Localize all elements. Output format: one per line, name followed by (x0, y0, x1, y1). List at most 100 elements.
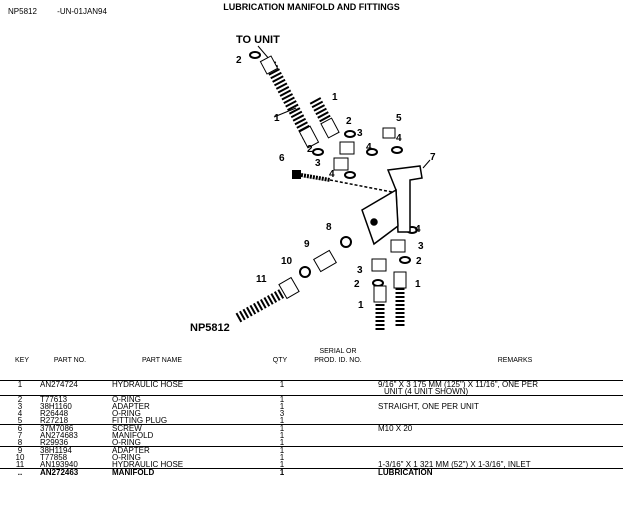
callout-3a: 3 (357, 128, 363, 139)
remarks-cell (378, 417, 623, 425)
part-no-cell: R29936 (40, 438, 69, 447)
o-ring-2d (372, 279, 384, 287)
callout-5: 5 (396, 113, 402, 124)
callout-1b: 1 (274, 113, 280, 124)
callout-4d: 4 (415, 224, 421, 235)
qty-cell: 1 (252, 446, 312, 454)
callout-4a: 4 (396, 133, 402, 144)
qty-cell: 1 (252, 424, 312, 432)
figure-code: NP5812 (190, 322, 230, 334)
screw-6 (292, 170, 331, 182)
part-name-cell: O-RING (112, 395, 252, 403)
remarks-cell: 1-3/16" X 1 321 MM (52") X 1-3/16", INLE… (378, 460, 531, 469)
remarks-cell: M10 X 20 (378, 424, 623, 432)
key-cell: .. (0, 468, 40, 476)
callout-7: 7 (430, 152, 436, 163)
callout-10: 10 (281, 256, 293, 267)
remarks-cell (378, 410, 623, 417)
table-row: 2 T77613 O-RING 1 (0, 395, 623, 403)
part-name-cell: O-RING (112, 453, 141, 462)
key-cell: 1 (0, 380, 40, 396)
o-ring-2e (399, 256, 411, 264)
qty-cell: 1 (279, 453, 285, 462)
part-no-cell: AN193940 (40, 460, 78, 469)
callout-4c: 4 (329, 169, 335, 180)
remarks-cell (378, 446, 623, 454)
qty-cell: 1 (252, 468, 312, 476)
doc-code: NP5812 (8, 7, 37, 16)
part-name-cell: MANIFOLD (112, 468, 252, 476)
col-serial-line2: PROD. ID. NO. (314, 357, 362, 364)
col-part-name: PART NAME (141, 357, 183, 364)
serial-cell (312, 468, 378, 476)
callout-2b: 2 (346, 116, 352, 127)
table-row: 9 38H1194 ADAPTER 1 (0, 446, 623, 454)
remarks-line1: 9/16" X 3 175 MM (125") X 11/16", ONE PE… (378, 380, 538, 389)
serial-cell (312, 424, 378, 432)
qty-cell: 3 (279, 409, 285, 418)
callout-8: 8 (326, 222, 332, 233)
table-row: 5 R27218 FITTING PLUG 1 (0, 417, 623, 425)
callout-3d: 3 (357, 265, 363, 276)
qty-cell: 1 (279, 431, 285, 440)
callouts: 2 1 1 2 3 5 4 2 4 3 6 4 7 8 4 3 9 3 2 10… (236, 55, 436, 311)
callout-1a: 1 (332, 92, 338, 103)
serial-cell (312, 439, 378, 447)
callout-1d: 1 (358, 300, 364, 311)
adapter-9 (313, 249, 337, 273)
key-cell: 7 (17, 431, 23, 440)
hydraulic-hose-inlet-11 (235, 276, 300, 323)
callout-9: 9 (304, 239, 310, 250)
qty-cell: 1 (279, 416, 285, 425)
col-remarks: REMARKS (497, 357, 533, 364)
o-ring-8 (340, 236, 352, 248)
table-row: .. AN272463 MANIFOLD 1 LUBRICATION (0, 468, 623, 476)
table-row: 4 R26448 O-RING 3 (0, 409, 623, 418)
callout-6: 6 (279, 153, 285, 164)
table-row: 8 R29936 O-RING 1 (0, 439, 623, 447)
o-ring-4c (344, 171, 356, 179)
callout-2e: 2 (416, 256, 422, 267)
remarks-cell (378, 432, 623, 439)
part-name-cell: HYDRAULIC HOSE (112, 460, 184, 469)
part-no-cell: R26448 (40, 409, 69, 418)
qty-cell: 1 (279, 402, 285, 411)
part-name-cell: O-RING (112, 438, 141, 447)
part-no-cell: 38H1194 (40, 446, 112, 454)
o-ring-2c (312, 148, 324, 156)
callout-3b: 3 (315, 158, 321, 169)
parts-table: 1 AN274724 HYDRAULIC HOSE 1 9/16" X 3 17… (0, 380, 623, 476)
key-cell: 9 (0, 446, 40, 454)
o-ring-10 (299, 266, 311, 278)
remarks-cell: 9/16" X 3 175 MM (125") X 11/16", ONE PE… (378, 380, 623, 396)
table-row: 3 38H1160 ADAPTER 1 STRAIGHT, ONE PER UN… (0, 402, 623, 411)
serial-cell (312, 403, 378, 410)
table-row: 7 AN274683 MANIFOLD 1 (0, 431, 623, 440)
o-ring-4b (391, 146, 403, 154)
serial-cell (312, 395, 378, 403)
o-ring-2a (249, 51, 261, 59)
part-no-cell: T77858 (40, 453, 68, 462)
part-no-cell: AN274683 (40, 431, 78, 440)
to-unit-caption: TO UNIT (236, 34, 280, 46)
table-row: 1 AN274724 HYDRAULIC HOSE 1 9/16" X 3 17… (0, 380, 623, 396)
key-cell: 8 (17, 438, 23, 447)
key-cell: 5 (17, 416, 23, 425)
table-row: 11 AN193940 HYDRAULIC HOSE 1 1-3/16" X 1… (0, 461, 623, 469)
qty-cell: 1 (252, 395, 312, 403)
serial-cell (312, 454, 378, 461)
key-cell: 10 (15, 453, 25, 462)
serial-cell (312, 432, 378, 439)
key-cell: 11 (15, 460, 25, 469)
key-cell: 4 (17, 409, 23, 418)
page-title: LUBRICATION MANIFOLD AND FITTINGS (223, 2, 400, 12)
serial-cell (312, 417, 378, 425)
callout-2: 2 (236, 55, 242, 66)
callout-2c: 2 (307, 144, 313, 155)
serial-cell (312, 380, 378, 396)
remarks-cell: STRAIGHT, ONE PER UNIT (378, 402, 479, 411)
callout-3c: 3 (418, 241, 424, 252)
qty-cell: 1 (252, 380, 312, 396)
table-row: 10 T77858 O-RING 1 (0, 453, 623, 462)
qty-cell: 1 (279, 438, 285, 447)
